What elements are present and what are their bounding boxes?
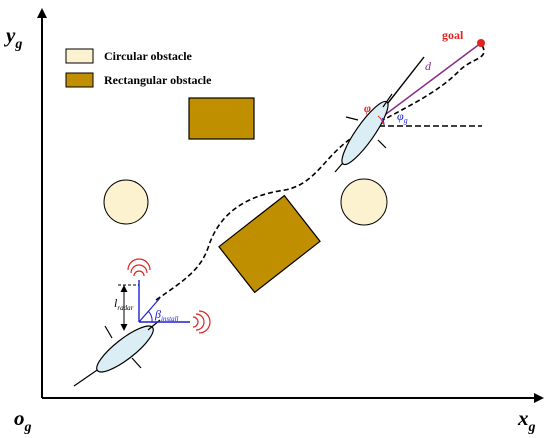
d-label: d [425, 59, 432, 73]
phi-arc [377, 115, 384, 125]
vehicle-lower [73, 319, 161, 387]
radar-axis-diagonal [138, 297, 161, 323]
rectangular-obstacle-center [218, 194, 321, 294]
circular-obstacle-left [103, 179, 149, 225]
phi-g-label: φg [397, 109, 408, 125]
trajectory-path [155, 44, 485, 301]
legend-label-rectangular: Rectangular obstacle [104, 73, 212, 87]
radar-icon-top [127, 258, 151, 277]
beta-install-arc [147, 310, 153, 323]
l-radar-label: lradar [114, 296, 134, 312]
radar-icon-right [192, 310, 211, 334]
goal-marker [477, 39, 485, 47]
y-axis-label: yg [3, 23, 22, 52]
legend-swatch-rectangular [65, 72, 94, 88]
goal-label: goal [442, 28, 464, 42]
beta-install-label: βinstall [154, 307, 179, 323]
goal-direction-line [369, 42, 482, 127]
legend-label-circular: Circular obstacle [104, 49, 193, 63]
vehicle-upper [334, 93, 393, 173]
phi-g-arc [381, 117, 385, 127]
origin-label: og [14, 406, 32, 435]
phi-label: φ [364, 101, 371, 115]
legend-swatch-circular [65, 48, 94, 64]
legend: Circular obstacle Rectangular obstacle [65, 48, 212, 88]
circular-obstacle-right [340, 178, 388, 226]
rectangular-obstacle-top [188, 97, 255, 140]
x-axis-label: xg [517, 406, 536, 435]
